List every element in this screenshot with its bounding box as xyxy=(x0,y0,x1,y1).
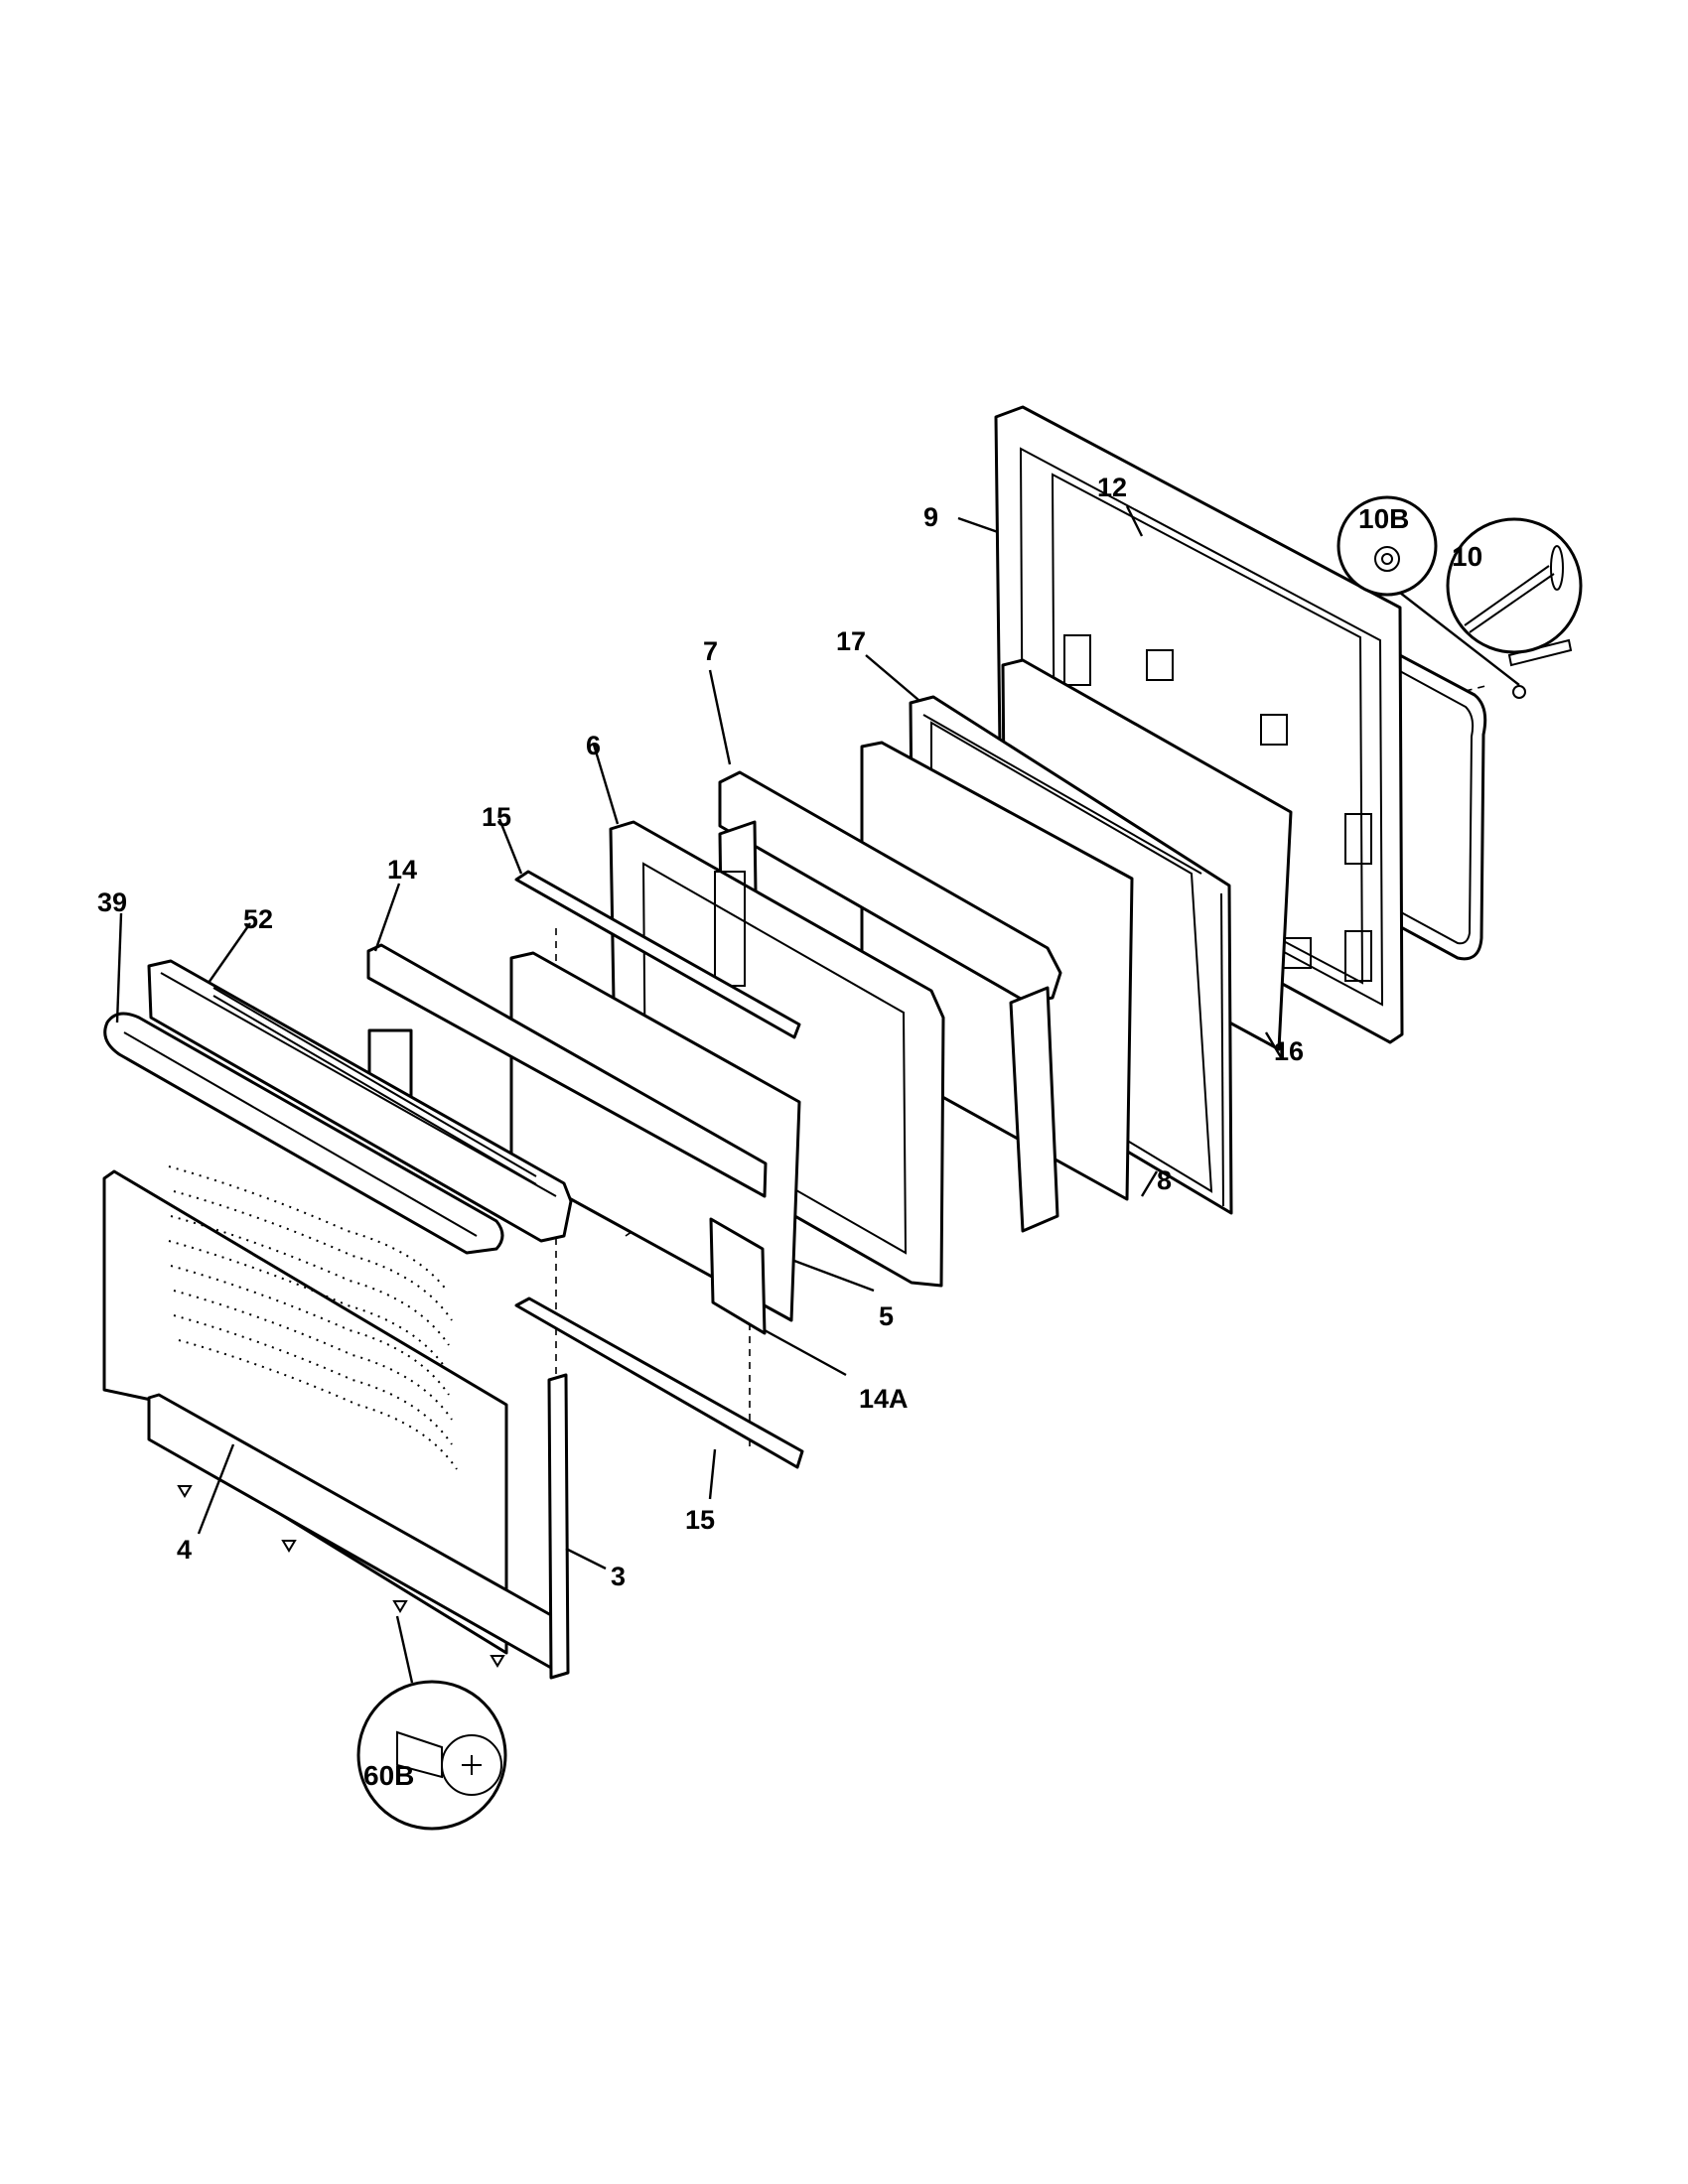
label-4: 4 xyxy=(177,1535,192,1565)
part-52-door-top-trim xyxy=(147,959,573,1243)
part-15-door-channel-top xyxy=(514,870,801,1039)
label-14A: 14A xyxy=(859,1384,909,1414)
callout-labels: 12 9 10B 10 7 17 6 15 14 39 52 16 8 5 14… xyxy=(97,473,1482,1791)
label-14: 14 xyxy=(387,855,417,885)
label-12: 12 xyxy=(1097,473,1127,502)
part-9-inner-door-liner xyxy=(994,405,1404,1044)
screws xyxy=(177,638,1573,1668)
part-39-door-handle xyxy=(103,1012,504,1255)
label-5: 5 xyxy=(879,1301,894,1331)
leader-lines xyxy=(115,505,1283,1570)
label-60B: 60B xyxy=(363,1760,414,1791)
label-15-bottom: 15 xyxy=(685,1505,715,1535)
part-3-outer-door-panel xyxy=(102,1165,570,1680)
detail-bubble-60B xyxy=(356,1615,507,1831)
label-7: 7 xyxy=(703,636,718,666)
label-6: 6 xyxy=(586,731,601,760)
label-15-top: 15 xyxy=(482,802,511,832)
label-8: 8 xyxy=(1157,1165,1172,1195)
label-10: 10 xyxy=(1452,541,1482,572)
label-16: 16 xyxy=(1274,1036,1304,1066)
detail-bubble-10B xyxy=(1336,495,1520,686)
label-17: 17 xyxy=(836,626,866,656)
label-10B: 10B xyxy=(1358,503,1409,534)
label-3: 3 xyxy=(611,1562,626,1591)
label-39: 39 xyxy=(97,887,127,917)
part-15-door-channel-bottom xyxy=(514,1297,804,1469)
detail-bubble-10 xyxy=(1446,517,1583,654)
part-14A-insulation-piece xyxy=(709,1217,767,1335)
label-52: 52 xyxy=(243,904,273,934)
label-9: 9 xyxy=(923,502,938,532)
